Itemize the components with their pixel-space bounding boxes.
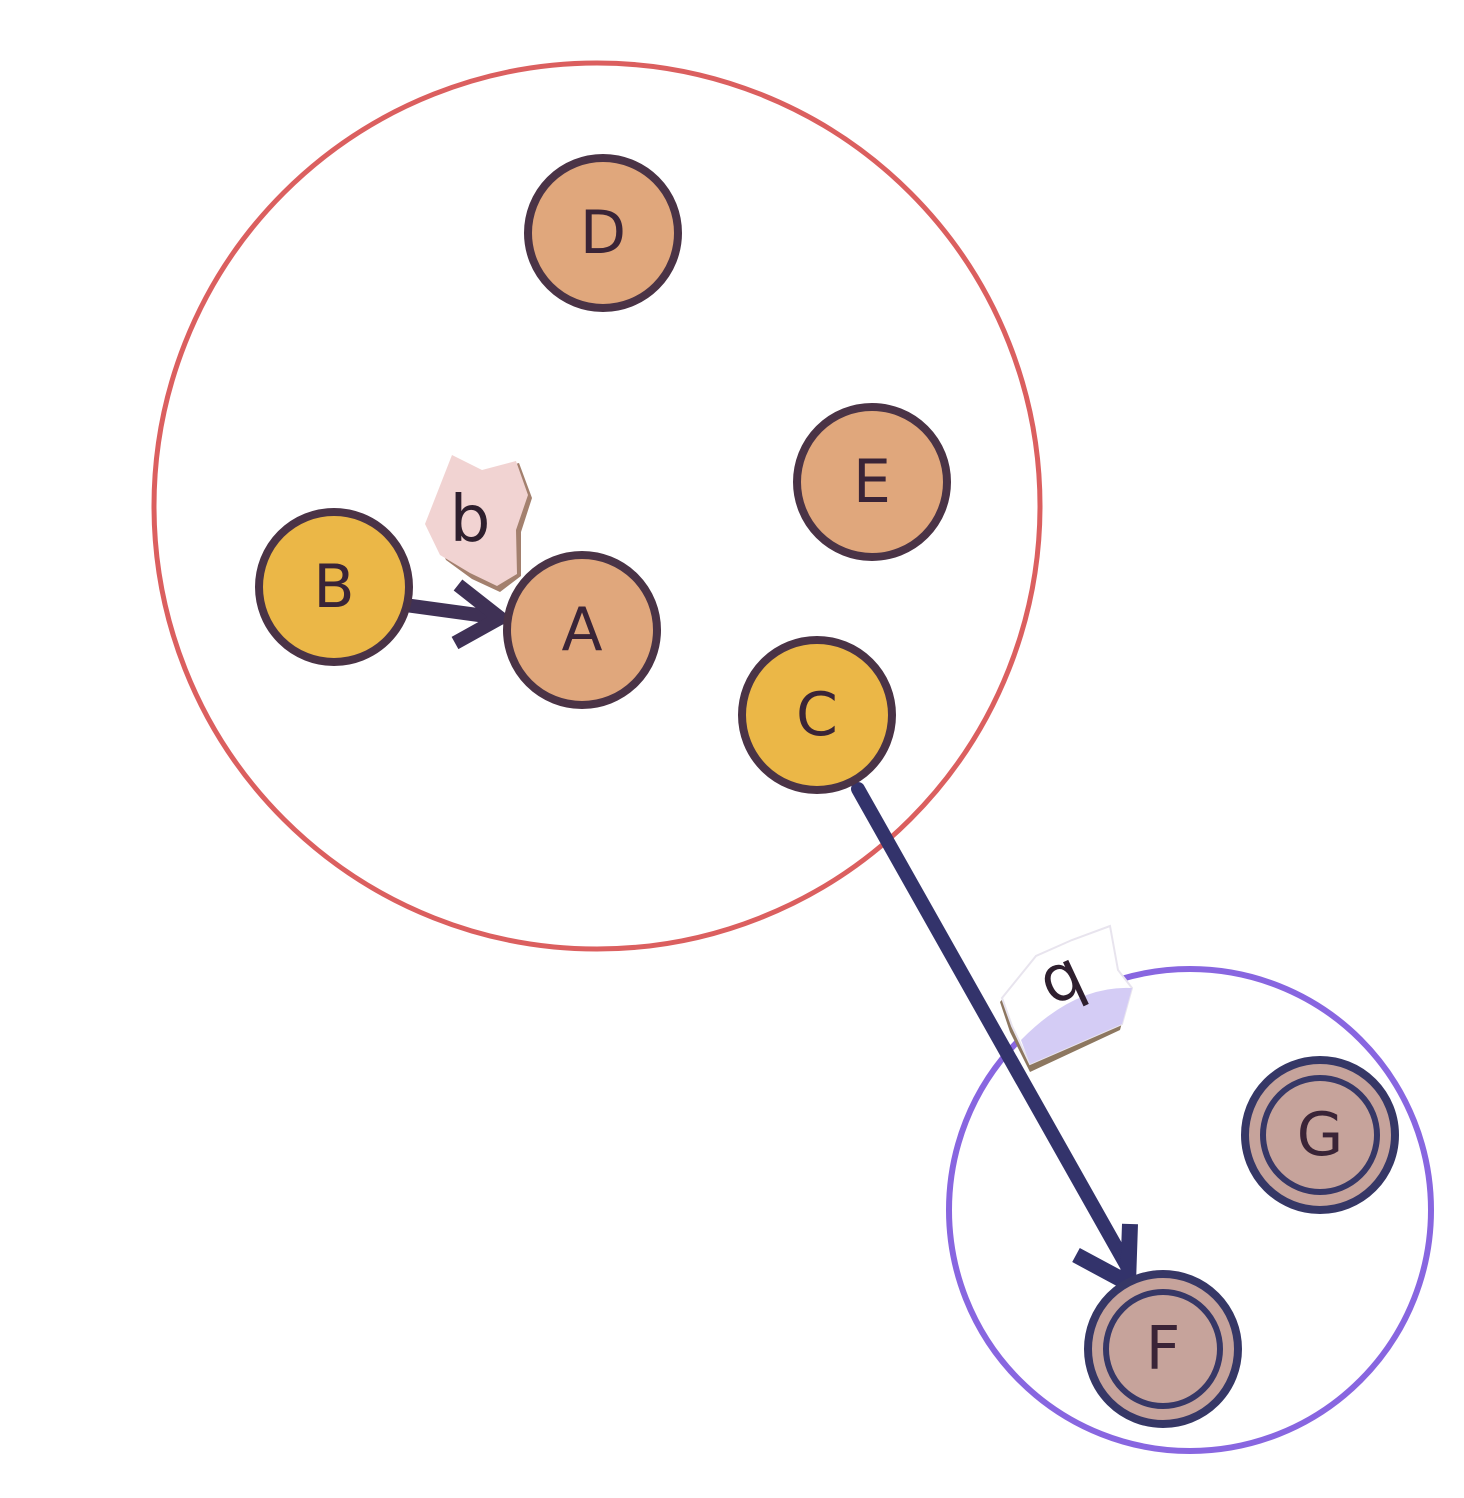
node-e-label: E (853, 447, 891, 517)
node-a-circle (503, 551, 661, 709)
edge-b-to-a-label-paper (425, 455, 528, 586)
edge-b-to-a-label-text: b (450, 483, 491, 557)
node-b-circle (255, 508, 413, 666)
node-a[interactable]: A (503, 551, 661, 709)
edge-c-to-f-label-overlap (1021, 987, 1132, 1064)
edge-b-to-a[interactable] (398, 579, 513, 650)
node-c-label: C (796, 680, 838, 750)
node-d-circle (524, 154, 682, 312)
node-b[interactable]: B (255, 508, 413, 666)
edge-b-to-a-arrowhead (451, 579, 513, 650)
node-e[interactable]: E (793, 403, 951, 561)
edge-b-to-a-line (398, 598, 507, 625)
edge-c-to-f-label: b (1000, 924, 1134, 1072)
node-e-circle (793, 403, 951, 561)
node-c[interactable]: C (738, 636, 896, 794)
node-b-label: B (313, 552, 354, 622)
node-f[interactable]: F (1084, 1270, 1242, 1428)
group-right-region (946, 966, 1434, 1454)
node-g-inner-ring (1260, 1075, 1380, 1195)
edge-c-to-f-line (851, 782, 1135, 1275)
group-left-region (151, 60, 1043, 952)
node-d-label: D (580, 198, 626, 268)
node-g[interactable]: G (1241, 1056, 1399, 1214)
node-g-outer-ring (1241, 1056, 1399, 1214)
node-d[interactable]: D (524, 154, 682, 312)
node-f-outer-ring (1084, 1270, 1242, 1428)
node-a-label: A (561, 595, 602, 665)
node-f-label: F (1146, 1314, 1181, 1384)
edge-b-to-a-label: b (425, 455, 532, 592)
node-c-circle (738, 636, 896, 794)
node-f-inner-ring (1103, 1289, 1223, 1409)
node-g-label: G (1297, 1100, 1344, 1170)
